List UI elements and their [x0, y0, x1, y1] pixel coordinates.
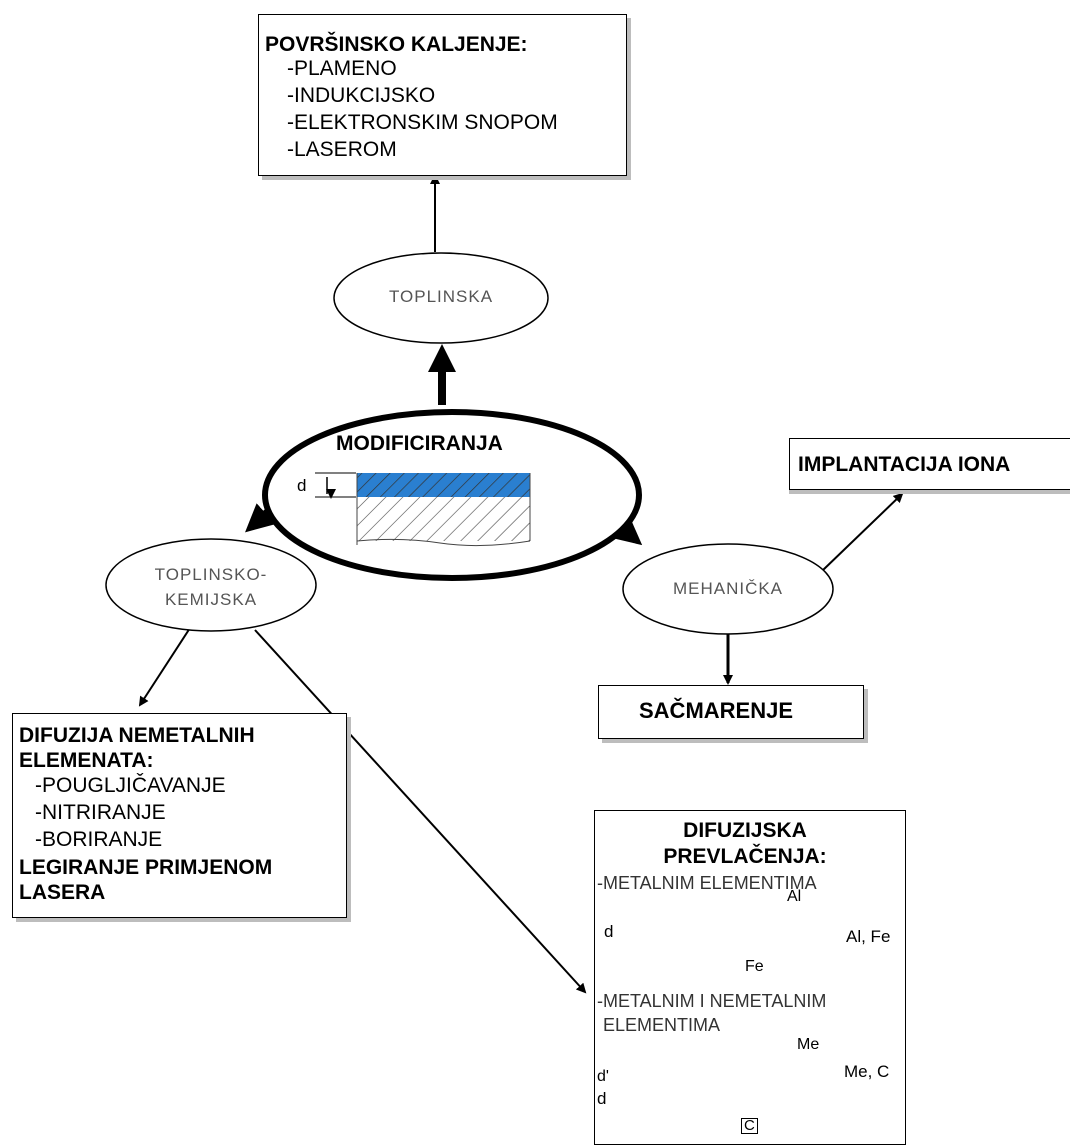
case2-d2-label: d [597, 1089, 607, 1108]
toplinsko-kemijska-label-1: TOPLINSKO- [154, 565, 268, 584]
case1-bottom-label: Fe [745, 958, 764, 975]
ellipse-toplinsko-kemijska [105, 538, 317, 632]
case1-top-label: Al [787, 888, 802, 905]
prevlacenja-title-2: PREVLAČENJA: [663, 845, 827, 868]
legiranje-line-1: LEGIRANJE PRIMJENOM [19, 856, 273, 879]
box-implantacija-iona: IMPLANTACIJA IONA [789, 438, 1070, 490]
toplinska-label: TOPLINSKA [388, 287, 494, 306]
box-sacmarenje: SAČMARENJE [598, 685, 864, 739]
kaljenje-item-2: -INDUKCIJSKO [287, 84, 436, 107]
case1-d-label: d [604, 922, 614, 941]
case2-label-1: -METALNIM I NEMETALNIM [597, 991, 827, 1011]
center-title: MODIFICIRANJA [336, 432, 503, 455]
connector-arrows [138, 174, 904, 994]
mehanicka-label: MEHANIČKA [672, 579, 784, 598]
sacmarenje-label: SAČMARENJE [639, 698, 794, 723]
case2-bottom-label: C [741, 1118, 758, 1134]
box-difuzija-nemetalnih: DIFUZIJA NEMETALNIH ELEMENATA: -POUGLJIČ… [12, 713, 347, 918]
arrow-kemijska-to-prevlacenja [254, 629, 587, 994]
case2-top-label: Me [797, 1036, 820, 1053]
difuzija-item-2: -NITRIRANJE [35, 801, 166, 824]
center-substrate [357, 497, 530, 541]
difuzija-item-1: -POUGLJIČAVANJE [35, 774, 226, 797]
case2-right-label: Me, C [844, 1062, 890, 1081]
prevlacenja-title-1: DIFUZIJSKA [683, 819, 807, 842]
case2-d1-label: d' [597, 1068, 609, 1085]
case1-right-label: Al, Fe [846, 927, 891, 946]
center-d-label: d [297, 476, 307, 495]
difuzija-title-1: DIFUZIJA NEMETALNIH [19, 724, 255, 747]
box-povrsinsko-kaljenje: POVRŠINSKO KALJENJE: -PLAMENO -INDUKCIJS… [258, 14, 627, 176]
arrow-kemijska-to-difuzija [138, 627, 191, 707]
toplinsko-kemijska-label-2: KEMIJSKA [164, 590, 258, 609]
difuzija-title-2: ELEMENATA: [19, 749, 154, 772]
kaljenje-title: POVRŠINSKO KALJENJE: [265, 33, 528, 56]
ellipse-toplinska [333, 252, 549, 344]
kaljenje-item-1: -PLAMENO [287, 57, 397, 80]
center-schematic [315, 472, 531, 547]
difuzija-item-3: -BORIRANJE [35, 828, 163, 851]
legiranje-line-2: LASERA [19, 881, 106, 904]
arrow-mehanicka-to-implantacija [821, 492, 904, 572]
case1-label: -METALNIM ELEMENTIMA [597, 873, 817, 893]
kaljenje-item-3: -ELEKTRONSKIM SNOPOM [287, 111, 558, 134]
kaljenje-item-4: -LASEROM [287, 138, 397, 161]
case2-label-2: ELEMENTIMA [603, 1015, 721, 1035]
box-difuzijska-prevlacenja: DIFUZIJSKA PREVLAČENJA: -METALNIM ELEMEN… [594, 810, 906, 1145]
ellipse-mehanicka [622, 543, 834, 635]
implantacija-label: IMPLANTACIJA IONA [798, 453, 1011, 476]
